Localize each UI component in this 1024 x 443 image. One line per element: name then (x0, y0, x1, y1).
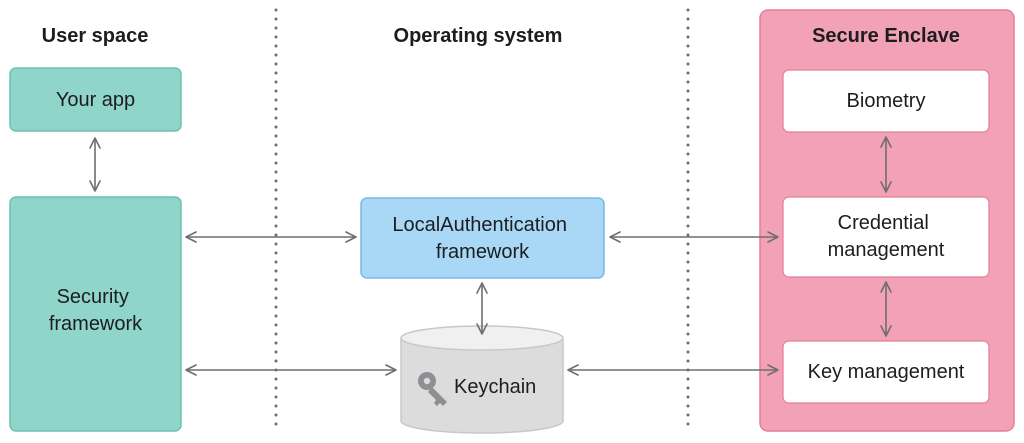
security-framework-label-line-1: Security (57, 286, 129, 308)
local-authentication-box: LocalAuthentication framework (360, 197, 605, 279)
credential-management-label-line-2: management (828, 239, 945, 261)
header-operating-system: Operating system (394, 25, 563, 47)
local-authentication-label-line-1: LocalAuthentication (392, 214, 567, 236)
header-user-space: User space (42, 25, 149, 47)
security-framework-label-line-2: framework (49, 313, 143, 335)
key-management-box: Key management (782, 340, 990, 404)
biometry-label: Biometry (847, 90, 926, 112)
keychain-database: Keychain (400, 325, 564, 434)
credential-management-label: Credential management (828, 212, 945, 261)
key-management-label: Key management (808, 361, 965, 383)
local-authentication-label: LocalAuthentication framework (392, 214, 572, 263)
local-authentication-label-line-2: framework (436, 241, 530, 263)
keychain-label: Keychain (454, 376, 536, 398)
your-app-box: Your app (9, 67, 182, 132)
header-secure-enclave: Secure Enclave (812, 25, 960, 47)
credential-management-box: Credential management (782, 196, 990, 278)
credential-management-label-line-1: Credential (838, 212, 929, 234)
security-framework-box: Security framework (9, 196, 182, 432)
key-icon (418, 372, 447, 406)
biometry-box: Biometry (782, 69, 990, 133)
security-framework-label: Security framework (49, 286, 143, 335)
your-app-label: Your app (56, 89, 135, 111)
